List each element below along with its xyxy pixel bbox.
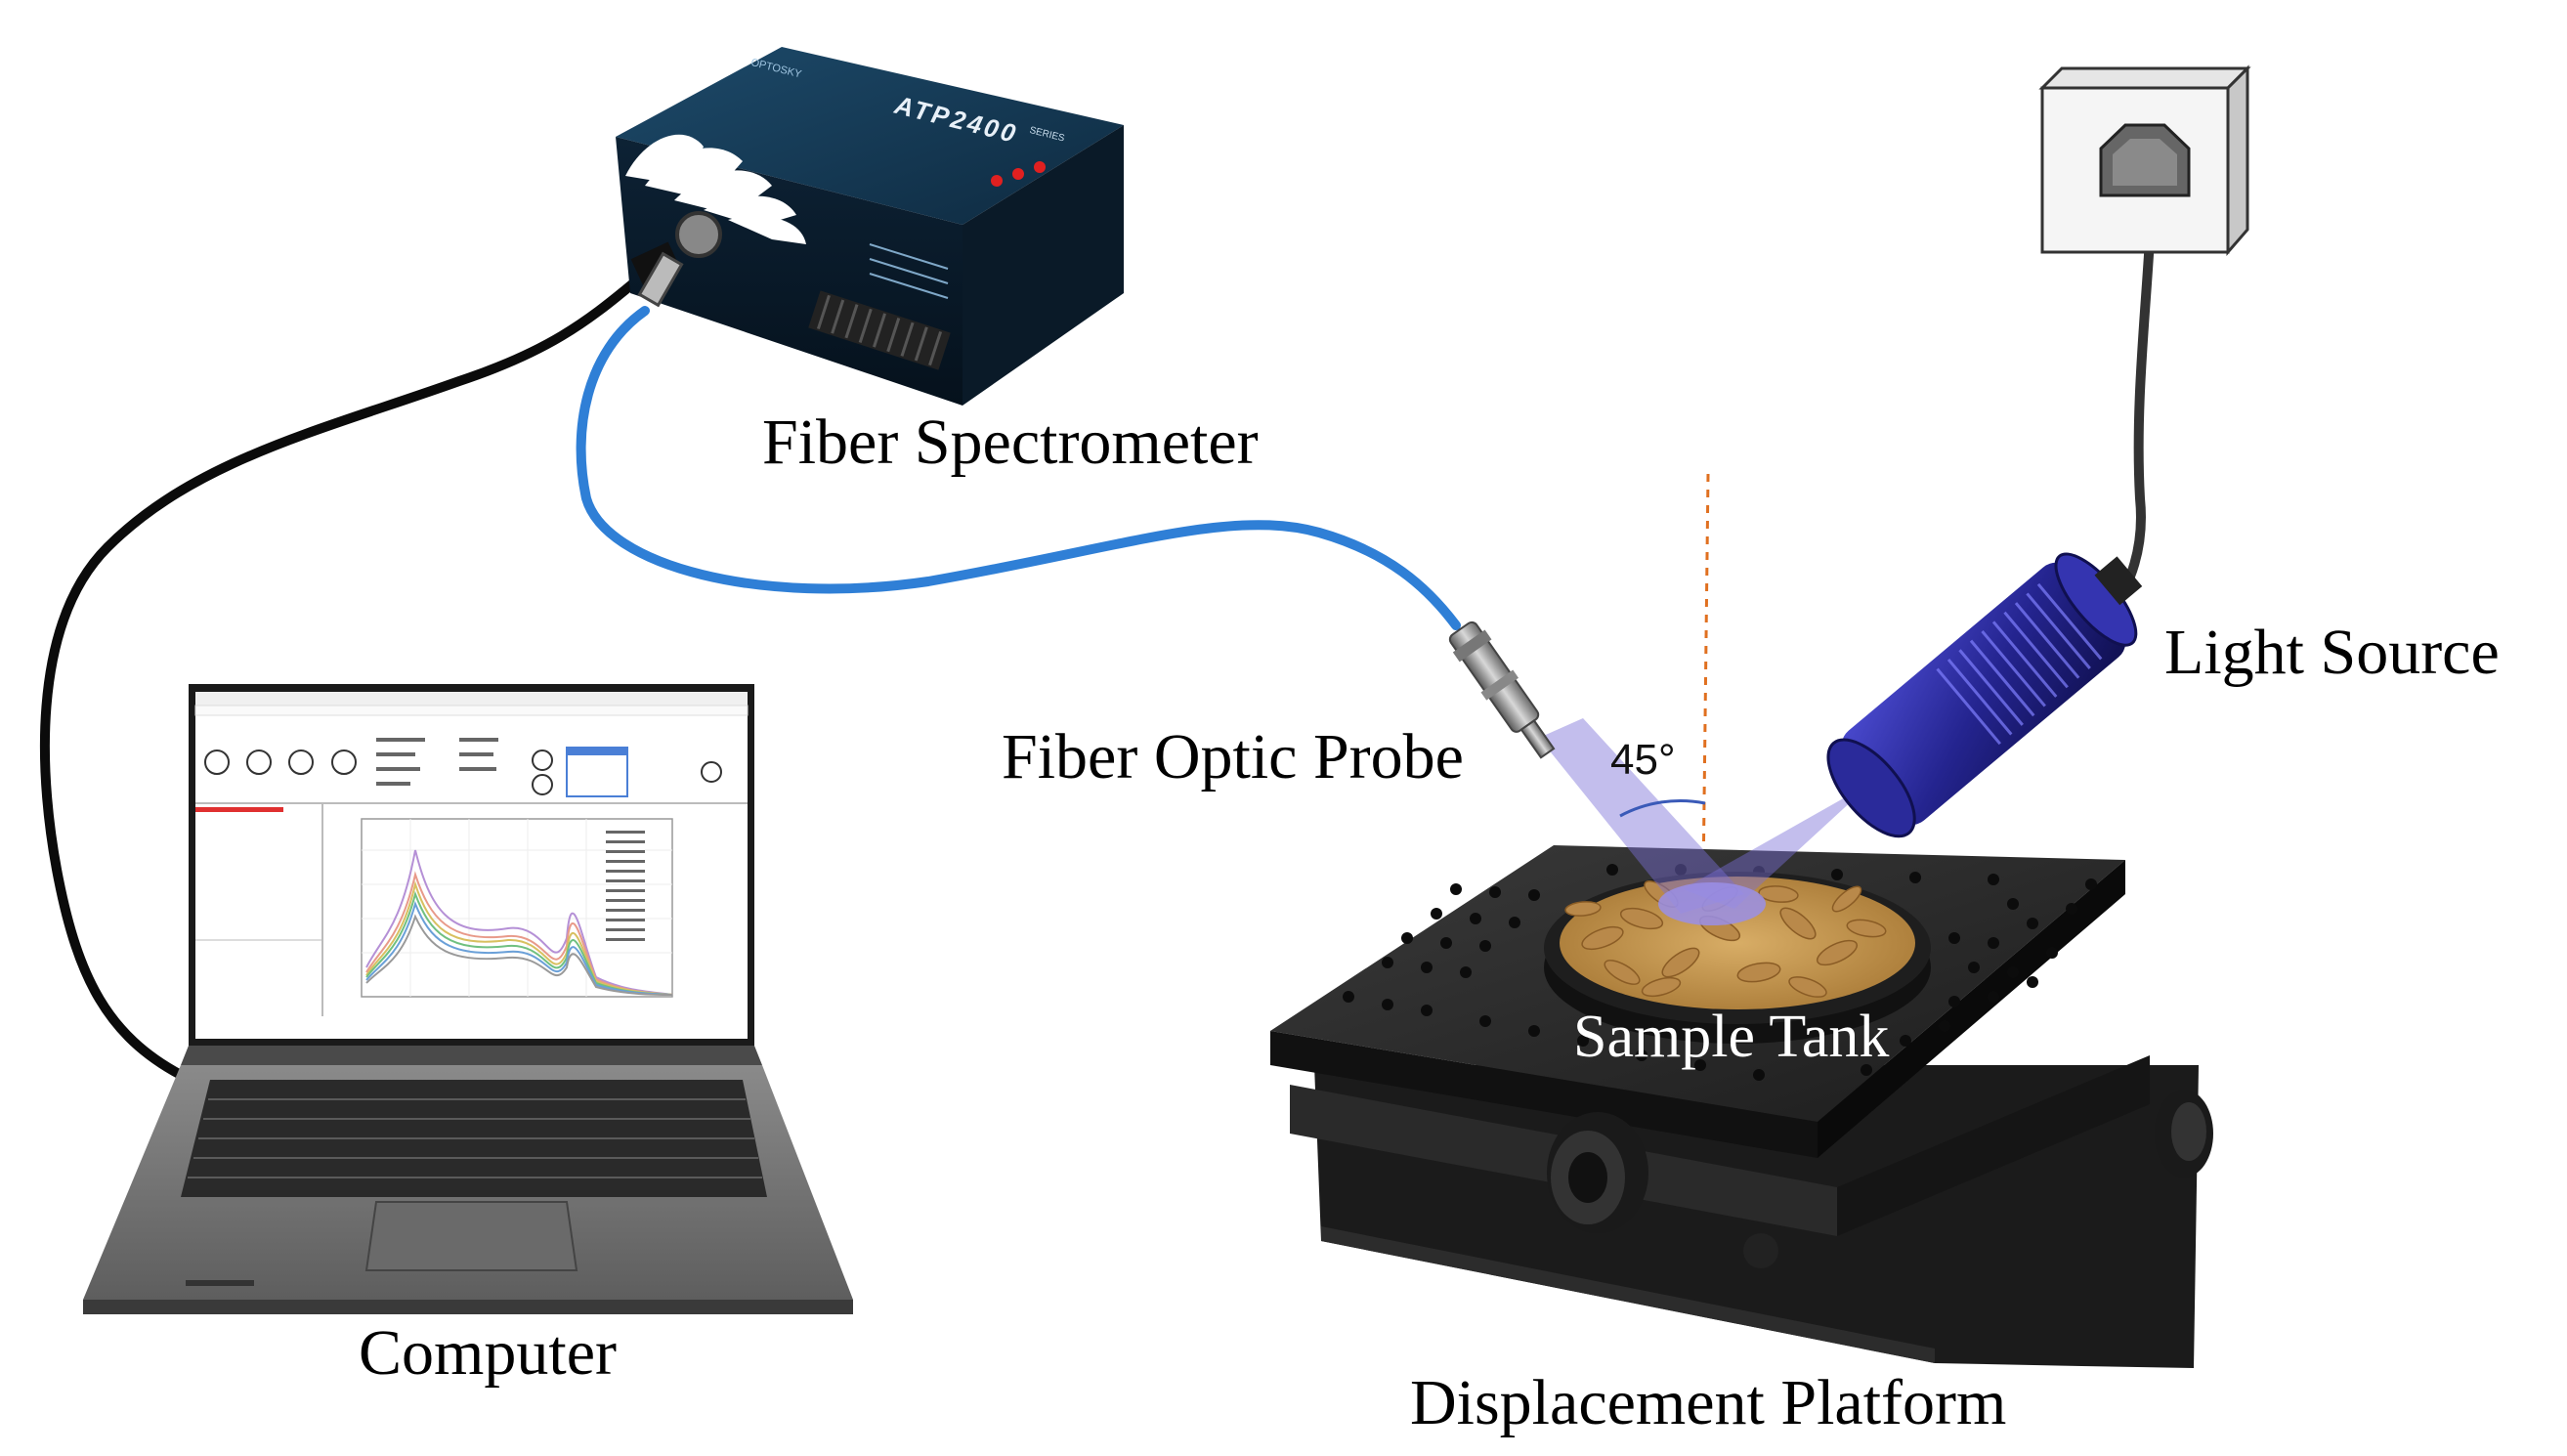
fiber-spectrometer-label: Fiber Spectrometer — [762, 407, 1259, 478]
sample-tank — [1544, 872, 1931, 1044]
wall-socket — [2038, 64, 2251, 257]
normal-line — [1701, 473, 1710, 885]
fiber-cable — [576, 306, 1461, 630]
fiber-optic-probe-label: Fiber Optic Probe — [1002, 721, 1464, 792]
fiber-optic-probe — [1448, 621, 1556, 759]
light-source-label: Light Source — [2164, 617, 2500, 688]
fiber-spectrometer-device — [616, 47, 1124, 406]
angle-label: 45° — [1610, 736, 1676, 784]
computer-label: Computer — [359, 1317, 617, 1389]
laptop — [83, 684, 853, 1314]
light-source-cable — [2106, 235, 2155, 616]
light-source-device — [1826, 552, 2143, 838]
sample-tank-label: Sample Tank — [1573, 1004, 1890, 1070]
light-beams — [1539, 718, 1915, 925]
usb-cable — [39, 278, 638, 1080]
angle-arc — [1619, 798, 1706, 818]
displacement-platform-label: Displacement Platform — [1410, 1367, 2007, 1438]
